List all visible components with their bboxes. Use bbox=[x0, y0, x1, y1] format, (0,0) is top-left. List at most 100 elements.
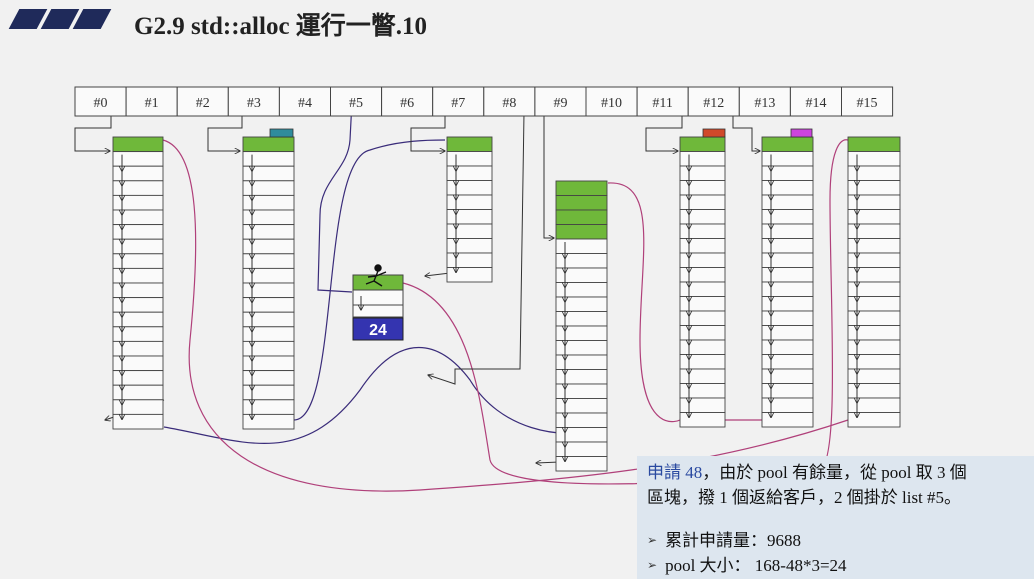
free-list-slot bbox=[585, 86, 638, 117]
note-request-size: 申請 48 bbox=[647, 463, 703, 482]
note-bullet: ➢累計申請量：9688 bbox=[647, 528, 847, 553]
free-block bbox=[679, 151, 726, 167]
arrow-bullet-icon: ➢ bbox=[647, 533, 658, 547]
free-block bbox=[679, 412, 726, 428]
free-block bbox=[679, 238, 726, 254]
free-block bbox=[242, 151, 295, 167]
free-block bbox=[679, 368, 726, 384]
explanation-note: 申請 48，由於 pool 有餘量，從 pool 取 3 個 區塊，撥 1 個返… bbox=[637, 456, 1034, 579]
pool-size-label: 24 bbox=[369, 322, 387, 339]
pool-free-block bbox=[352, 304, 404, 318]
used-block bbox=[679, 136, 726, 152]
title-bar: G2.9 std::alloc 運行一瞥.10 bbox=[0, 0, 1034, 46]
free-block bbox=[761, 165, 814, 181]
free-block bbox=[679, 165, 726, 181]
free-block bbox=[847, 281, 901, 297]
free-block bbox=[761, 310, 814, 326]
free-block bbox=[847, 325, 901, 341]
free-block bbox=[679, 209, 726, 225]
free-list-slot-label: #11 bbox=[652, 96, 672, 111]
free-block bbox=[446, 267, 493, 283]
free-list-slot bbox=[74, 86, 127, 117]
free-block bbox=[761, 368, 814, 384]
free-block bbox=[847, 397, 901, 413]
free-block bbox=[446, 180, 493, 196]
client-figure-body bbox=[365, 270, 387, 287]
free-block bbox=[112, 151, 164, 167]
free-block bbox=[242, 384, 295, 401]
free-block bbox=[242, 413, 295, 430]
free-list-slot-label: #15 bbox=[857, 96, 878, 111]
free-block bbox=[761, 223, 814, 239]
free-block bbox=[555, 354, 608, 370]
curve-list-5-to-pool bbox=[317, 100, 353, 293]
curve-list-0-loop bbox=[163, 347, 601, 444]
free-block bbox=[555, 456, 608, 472]
pool-remaining-block bbox=[352, 317, 404, 341]
free-block bbox=[112, 238, 164, 255]
free-block bbox=[679, 252, 726, 268]
free-block bbox=[112, 355, 164, 372]
free-block bbox=[679, 281, 726, 297]
note-line-2: 區塊，撥 1 個返給客戶，2 個掛於 list #5。 bbox=[647, 488, 962, 507]
free-block bbox=[679, 223, 726, 239]
conn-list-0 bbox=[74, 101, 112, 151]
free-block bbox=[242, 267, 295, 284]
free-block bbox=[847, 412, 901, 428]
free-block bbox=[679, 383, 726, 399]
free-block bbox=[112, 253, 164, 269]
free-block bbox=[847, 383, 901, 399]
free-block bbox=[555, 267, 608, 283]
note-line-1: 申請 48，由於 pool 有餘量，從 pool 取 3 個 bbox=[647, 460, 1024, 485]
free-block bbox=[446, 194, 493, 210]
free-list-slot bbox=[432, 86, 485, 117]
client-figure-icon bbox=[365, 264, 387, 287]
free-block bbox=[242, 209, 295, 226]
free-block bbox=[679, 354, 726, 370]
used-block bbox=[555, 195, 608, 211]
free-list-slot-label: #0 bbox=[94, 96, 108, 111]
free-block bbox=[555, 340, 608, 356]
free-block bbox=[847, 339, 901, 355]
free-block bbox=[679, 310, 726, 326]
free-block bbox=[847, 180, 901, 196]
free-block bbox=[847, 165, 901, 181]
free-list-slot bbox=[789, 86, 843, 117]
free-block bbox=[761, 339, 814, 355]
free-block bbox=[761, 194, 814, 210]
free-block bbox=[555, 398, 608, 414]
free-block bbox=[761, 252, 814, 268]
free-list-slot bbox=[330, 86, 383, 117]
free-block bbox=[761, 281, 814, 297]
free-block bbox=[847, 194, 901, 210]
free-list-slot-label: #1 bbox=[145, 96, 159, 111]
free-list-slot bbox=[176, 86, 229, 117]
free-list-slot bbox=[483, 86, 536, 117]
free-block bbox=[761, 151, 814, 167]
used-block bbox=[761, 136, 814, 152]
note-bullets: ➢累計申請量：9688 ➢pool 大小： 168-48*3=24 bbox=[647, 528, 847, 578]
free-block bbox=[112, 399, 164, 415]
free-block bbox=[112, 165, 164, 182]
free-block bbox=[761, 412, 814, 428]
free-block bbox=[242, 282, 295, 299]
free-block bbox=[847, 209, 901, 225]
free-block bbox=[679, 325, 726, 341]
free-list-slot-label: #10 bbox=[601, 96, 622, 111]
free-block bbox=[446, 238, 493, 254]
free-list-slot bbox=[841, 86, 894, 117]
chunk-list-11 bbox=[679, 136, 726, 428]
free-list-slot bbox=[125, 86, 178, 117]
free-list-slot-label: #14 bbox=[805, 96, 826, 111]
used-block bbox=[555, 209, 608, 225]
free-block bbox=[847, 151, 901, 167]
used-block bbox=[555, 180, 608, 196]
free-block bbox=[555, 282, 608, 298]
free-block bbox=[761, 325, 814, 341]
free-block bbox=[446, 151, 493, 167]
marker-block bbox=[269, 128, 294, 138]
free-list-slot-label: #4 bbox=[298, 96, 312, 111]
free-block bbox=[847, 310, 901, 326]
used-block bbox=[847, 136, 901, 152]
